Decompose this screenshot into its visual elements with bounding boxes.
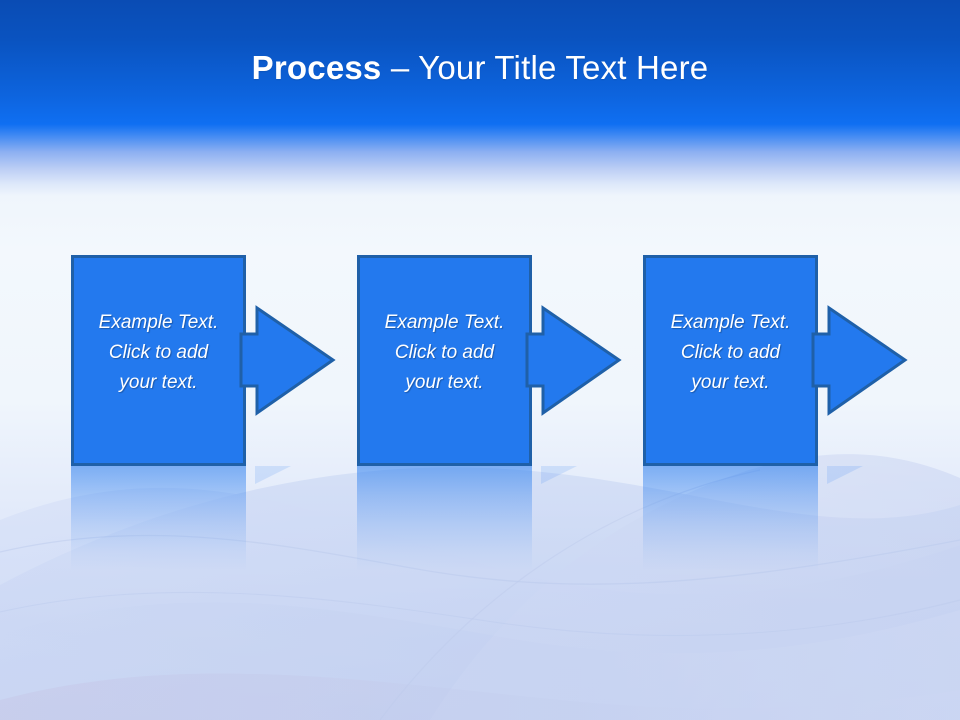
- slide-title: Process – Your Title Text Here: [0, 48, 960, 88]
- step-2-text: Example Text. Click to add your text.: [384, 311, 505, 393]
- arrow-right-icon: [239, 305, 336, 416]
- arrow-right-icon: [811, 305, 908, 416]
- step-3-text: Example Text. Click to add your text.: [670, 311, 791, 393]
- step-3-arrow: [811, 303, 910, 416]
- step-1-arrow: [239, 303, 338, 416]
- step-2-arrow-reflection: [541, 466, 577, 484]
- step-2-box[interactable]: Example Text. Click to add your text.: [357, 255, 532, 466]
- step-3-arrow-reflection: [827, 466, 863, 484]
- slide-title-emphasis: Process: [251, 49, 382, 86]
- step-2-arrow: [525, 303, 624, 416]
- step-1-box[interactable]: Example Text. Click to add your text.: [71, 255, 246, 466]
- step-1-reflection: [71, 466, 246, 571]
- arrow-right-icon: [525, 305, 622, 416]
- step-3-reflection: [643, 466, 818, 571]
- step-3-box[interactable]: Example Text. Click to add your text.: [643, 255, 818, 466]
- slide-title-remainder: – Your Title Text Here: [381, 49, 709, 86]
- step-2-reflection: [357, 466, 532, 571]
- step-1-arrow-reflection: [255, 466, 291, 484]
- step-1-text: Example Text. Click to add your text.: [98, 311, 219, 393]
